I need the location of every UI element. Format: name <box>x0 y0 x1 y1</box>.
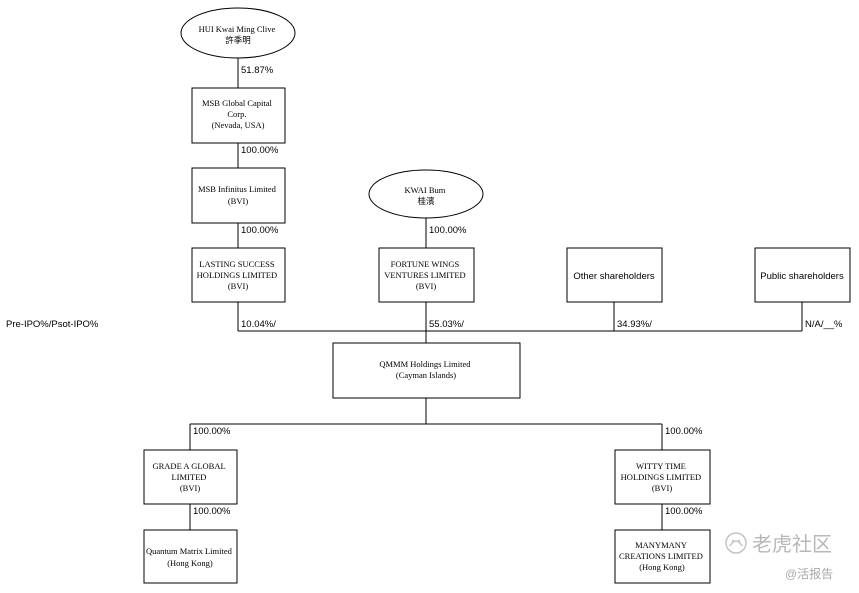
ownership-percentage: 100.00% <box>665 506 703 517</box>
node-quantum-matrix: Quantum Matrix Limited (Hong Kong) <box>143 529 238 584</box>
ownership-percentage: 55.03%/ <box>429 319 464 330</box>
ownership-percentage: 100.00% <box>193 426 231 437</box>
node-qmmm-holdings: QMMM Holdings Limited (Cayman Islands) <box>332 342 521 399</box>
node-text: (Nevada, USA) <box>212 120 265 130</box>
node-text: KWAI Bum <box>405 185 446 195</box>
node-msb-infinitus: MSB Infinitus Limited (BVI) <box>191 167 286 224</box>
ownership-percentage: 100.00% <box>193 506 231 517</box>
svg-text:QMMM Holdings Limited (C: QMMM Holdings Limited (Cayman Islands) <box>379 359 472 380</box>
svg-text:MANYMANY CREATIONS LIMIT: MANYMANY CREATIONS LIMITED (Hong Kong) <box>619 540 705 572</box>
node-text: (BVI) <box>228 281 248 291</box>
node-other-shareholders: Other shareholders <box>566 247 663 303</box>
node-public-shareholders: Public shareholders <box>754 247 851 303</box>
node-grade-a-global: GRADE A GLOBAL LIMITED (BVI) <box>143 449 238 505</box>
ipo-label: Pre-IPO%/Psot-IPO% <box>6 319 99 330</box>
svg-text:LASTING SUCCESS HOLDINGS: LASTING SUCCESS HOLDINGS LIMITED (BVI) <box>197 259 280 291</box>
ownership-labels: 51.87% 100.00% 100.00% 100.00% 10.04%/ 5… <box>193 65 843 517</box>
node-text: Public shareholders <box>760 271 844 282</box>
ownership-percentage: 51.87% <box>241 65 274 76</box>
node-hui-kwai-ming-clive: HUI Kwai Ming Clive 許季明 <box>180 7 296 59</box>
ownership-percentage: 100.00% <box>429 225 467 236</box>
node-text: HUI Kwai Ming Clive <box>199 24 276 34</box>
node-fortune-wings: FORTUNE WINGS VENTURES LIMITED (BVI) <box>378 247 475 303</box>
node-text: LASTING SUCCESS <box>199 259 275 269</box>
node-text: 許季明 <box>225 35 251 45</box>
node-text: CREATIONS LIMITED <box>619 551 703 561</box>
svg-text:Quantum Matrix Limited (: Quantum Matrix Limited (Hong Kong) <box>146 546 234 568</box>
watermark-handle: @活报告 <box>785 566 833 581</box>
node-text: QMMM Holdings Limited <box>379 359 471 369</box>
node-text: (BVI) <box>652 483 672 493</box>
ownership-percentage: 100.00% <box>665 426 703 437</box>
node-text: MANYMANY <box>635 540 687 550</box>
node-text: MSB Global Capital <box>202 98 273 108</box>
svg-text:MSB Infinitus Limited (B: MSB Infinitus Limited (BVI) <box>198 184 278 206</box>
tiger-logo-icon <box>725 532 747 554</box>
node-text: (Hong Kong) <box>167 558 213 568</box>
ownership-percentage: 34.93%/ <box>617 319 652 330</box>
node-text: (BVI) <box>416 281 436 291</box>
svg-text:HUI Kwai Ming Clive 許季明: HUI Kwai Ming Clive 許季明 <box>199 24 278 45</box>
svg-text:KWAI Bum 桂濱: KWAI Bum 桂濱 <box>405 185 448 206</box>
node-kwai-bum: KWAI Bum 桂濱 <box>368 169 484 219</box>
watermark: 老虎社区 @活报告 <box>725 532 833 581</box>
node-text: FORTUNE WINGS <box>391 259 460 269</box>
node-text: (Cayman Islands) <box>396 370 456 380</box>
watermark-brand: 老虎社区 <box>752 533 832 556</box>
node-text: MSB Infinitus Limited <box>198 184 277 194</box>
node-lasting-success: LASTING SUCCESS HOLDINGS LIMITED (BVI) <box>191 247 286 303</box>
node-text: GRADE A GLOBAL <box>152 461 225 471</box>
node-text: (BVI) <box>180 483 200 493</box>
node-text: 桂濱 <box>417 196 435 206</box>
ownership-percentage: N/A/__% <box>805 319 843 330</box>
svg-text:MSB Global Capital Corp.: MSB Global Capital Corp. (Nevada, USA) <box>202 98 274 130</box>
svg-text:GRADE A GLOBAL LIMITED: GRADE A GLOBAL LIMITED (BVI) <box>152 461 227 493</box>
node-msb-global-capital: MSB Global Capital Corp. (Nevada, USA) <box>191 87 286 144</box>
node-text: VENTURES LIMITED <box>384 270 465 280</box>
node-text: Quantum Matrix Limited <box>146 546 233 556</box>
connectors <box>189 58 803 530</box>
node-manymany-creations: MANYMANY CREATIONS LIMITED (Hong Kong) <box>614 529 711 584</box>
node-text: LIMITED <box>171 472 206 482</box>
node-text: Corp. <box>227 109 246 119</box>
node-witty-time: WITTY TIME HOLDINGS LIMITED (BVI) <box>614 449 711 505</box>
node-text: WITTY TIME <box>636 461 686 471</box>
node-text: HOLDINGS LIMITED <box>621 472 702 482</box>
ownership-percentage: 100.00% <box>241 225 279 236</box>
ownership-percentage: 100.00% <box>241 145 279 156</box>
node-text: (Hong Kong) <box>639 562 685 572</box>
svg-text:WITTY TIME HOLDINGS LIMI: WITTY TIME HOLDINGS LIMITED (BVI) <box>621 461 704 493</box>
svg-text:FORTUNE WINGS VENTURES L: FORTUNE WINGS VENTURES LIMITED (BVI) <box>384 259 468 291</box>
node-text: Other shareholders <box>573 271 655 282</box>
node-text: (BVI) <box>228 196 248 206</box>
node-text: HOLDINGS LIMITED <box>197 270 278 280</box>
ownership-percentage: 10.04%/ <box>241 319 276 330</box>
